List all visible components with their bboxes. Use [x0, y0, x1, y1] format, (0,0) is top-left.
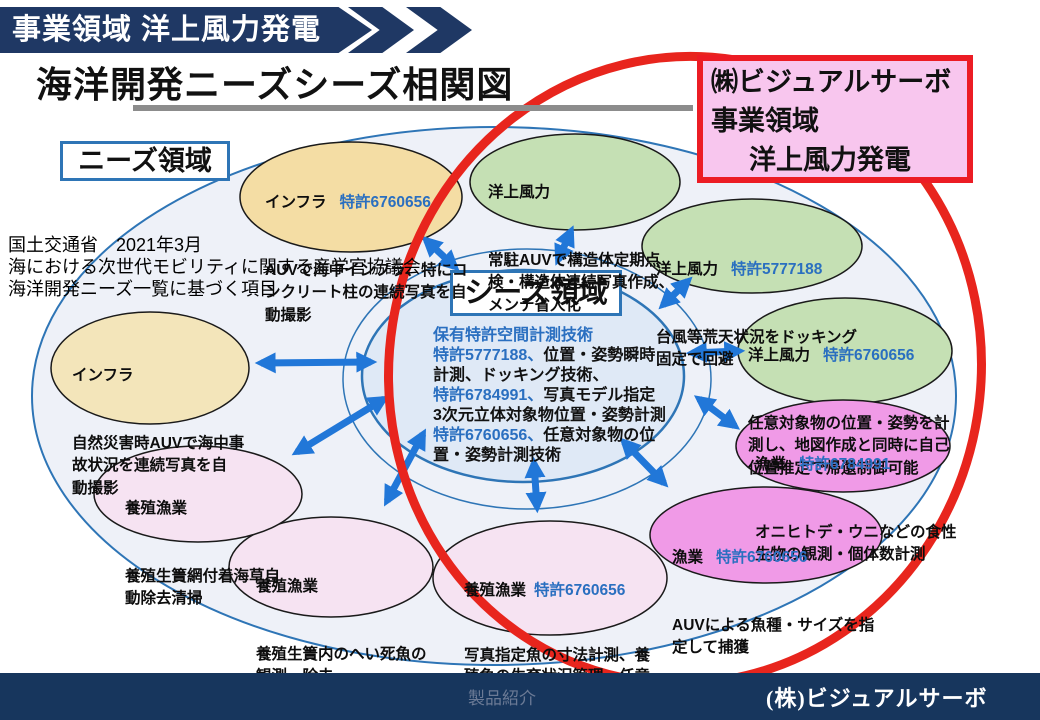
company-domain-value: 洋上風力発電: [749, 145, 911, 175]
bubble-category: 漁業: [755, 456, 787, 473]
seeds-area-label: シーズ領域: [450, 270, 622, 316]
bubble-patent: 特許6760656: [339, 194, 431, 211]
company-domain-label: 事業領域: [711, 106, 819, 136]
arrow-aqua-measure: [524, 456, 547, 514]
bubble-shapes: [50, 133, 953, 636]
bubble-body: 自然災害時AUVで海中事 故状況を連続写真を自 動撮影: [72, 434, 245, 497]
bubble-category: 養殖漁業: [256, 578, 319, 595]
bubble-body: 任意対象物の位置・姿勢を計 測し、地図作成と同時に自己 位置推定で帰還制御可能: [748, 414, 950, 477]
seeds-patent-segment: 特許6784991、: [433, 387, 544, 404]
banner: 事業領域 洋上風力発電: [0, 7, 372, 53]
seeds-patent-segment: 任意対象物の位 置・姿勢計測技術: [433, 427, 656, 464]
bubble-category: 養殖漁業: [464, 582, 527, 599]
bubble-patent: 特許6760656: [823, 347, 915, 364]
bubble-body: AUVで海中インフラ、特にコ ンクリート柱の連続写真を自 動撮影: [265, 261, 468, 324]
bubble-fishery-capture: [649, 486, 883, 584]
arrow-aqua-seaweed: [291, 395, 390, 456]
arrow-wind-maintenance: [554, 225, 575, 266]
footer-section-label: 製品紹介: [468, 689, 536, 708]
bubble-title: インフラ: [72, 365, 244, 388]
source-note: 国土交通省 2021年3月 海における次世代モビリティに関する産学官協議会 海洋…: [8, 235, 421, 299]
seeds-patent-segment: 写真モデル指定 3次元立体対象物位置・姿勢計測: [433, 387, 666, 424]
bubble-title: 漁業特許6784991: [755, 454, 957, 477]
footer-company-name: (株)ビジュアルサーボ: [766, 686, 988, 711]
seeds-patent-segment: 位置・姿勢瞬時 計測、ドッキング技術、: [433, 347, 656, 384]
bubble-body: 常駐AUVで構造体定期点 検・構造体連続写真作成、 メンテ省人化: [488, 251, 675, 314]
bubble-patent: 特許6760656: [716, 549, 808, 566]
bubble-title: 養殖漁業: [125, 498, 280, 521]
bubble-body: 養殖生簀網付着海草自 動除去清掃: [125, 567, 281, 608]
bubble-patent: 特許6760656: [534, 582, 626, 599]
bubble-patent: 特許5777188: [731, 261, 823, 278]
bubble-wind-typhoon: [641, 198, 863, 294]
banner-label: 事業領域 洋上風力発電: [12, 14, 322, 46]
arrow-infra-disaster: [254, 351, 378, 374]
arrow-infra-subsea: [421, 235, 460, 272]
bubble-wind-maintenance: [469, 133, 681, 231]
arrow-wind-typhoon: [658, 276, 693, 310]
bubble-category: 洋上風力: [748, 347, 811, 364]
company-name: ㈱ビジュアルサーボ: [711, 67, 952, 97]
bubble-category: インフラ: [72, 367, 134, 384]
bubble-aqua-seaweed: [93, 445, 303, 543]
bubble-title: インフラ特許6760656: [265, 192, 467, 215]
title-underline: [133, 105, 693, 111]
bubble-aqua-deadfish: [228, 516, 434, 618]
bubble-body: AUVによる魚種・サイズを指 定して捕獲: [672, 616, 875, 657]
bubble-infra-disaster: [50, 311, 250, 425]
bubble-text-infra-subsea: インフラ特許6760656 AUVで海中インフラ、特にコ ンクリート柱の連続写真…: [265, 147, 467, 372]
bubble-text-fishery-capture: 漁業特許6760656 AUVによる魚種・サイズを指 定して捕獲: [672, 502, 874, 705]
arrow-fishery-capture: [619, 437, 669, 488]
bubble-body: オニヒトデ・ウニなどの食性 生物の観測・個体数計測: [755, 523, 957, 564]
bubble-category: 漁業: [672, 549, 704, 566]
company-domain-box: ㈱ビジュアルサーボ 事業領域 洋上風力発電: [697, 55, 973, 183]
bubble-category: 洋上風力: [488, 184, 551, 201]
bubble-text-aqua-seaweed: 養殖漁業 養殖生簀網付着海草自 動除去清掃: [125, 453, 280, 656]
arrow-wind-mapping: [685, 341, 746, 363]
bubble-title: 養殖漁業特許6760656: [464, 580, 650, 602]
page-title: 海洋開発ニーズシーズ相関図: [36, 64, 514, 105]
bubble-patent: 特許6784991: [799, 456, 891, 473]
seeds-patent-segment: 特許5777188、: [433, 347, 544, 364]
footer-bar: [0, 673, 1040, 720]
bubble-title: 洋上風力特許5777188: [656, 259, 857, 282]
bubble-text-wind-maintenance: 洋上風力 常駐AUVで構造体定期点 検・構造体連続写真作成、 メンテ省人化: [488, 137, 674, 362]
bubble-text-wind-typhoon: 洋上風力特許5777188 台風等荒天状況をドッキング 固定で回避: [656, 214, 857, 417]
bubble-fishery-count: [735, 399, 951, 493]
bubble-title: 洋上風力特許6760656: [748, 345, 950, 368]
bubble-body: 台風等荒天状況をドッキング 固定で回避: [656, 328, 858, 369]
arrow-fishery-count: [693, 395, 741, 430]
seeds-patents-text: 保有特許空間計測技術 特許5777188、位置・姿勢瞬時 計測、ドッキング技術、…: [433, 326, 703, 466]
bubble-text-infra-disaster: インフラ 自然災害時AUVで海中事 故状況を連続写真を自 動撮影: [72, 320, 244, 545]
bubble-text-wind-mapping: 洋上風力特許6760656 任意対象物の位置・姿勢を計 測し、地図作成と同時に自…: [748, 300, 950, 525]
bubble-title: 洋上風力: [488, 182, 674, 205]
bubble-text-fishery-count: 漁業特許6784991 オニヒトデ・ウニなどの食性 生物の観測・個体数計測: [755, 409, 957, 612]
seeds-patent-segment: 保有特許空間計測技術: [433, 327, 594, 344]
seeds-patent-segment: 特許6760656、: [433, 427, 544, 444]
needs-area-label: ニーズ領域: [60, 141, 230, 181]
bubble-title: 漁業特許6760656: [672, 547, 874, 570]
bubble-infra-subsea: [239, 141, 463, 253]
bubble-category: 養殖漁業: [125, 500, 188, 517]
bubble-category: 洋上風力: [656, 261, 719, 278]
bubble-category: インフラ: [265, 194, 327, 211]
bubble-title: 養殖漁業: [256, 576, 427, 599]
